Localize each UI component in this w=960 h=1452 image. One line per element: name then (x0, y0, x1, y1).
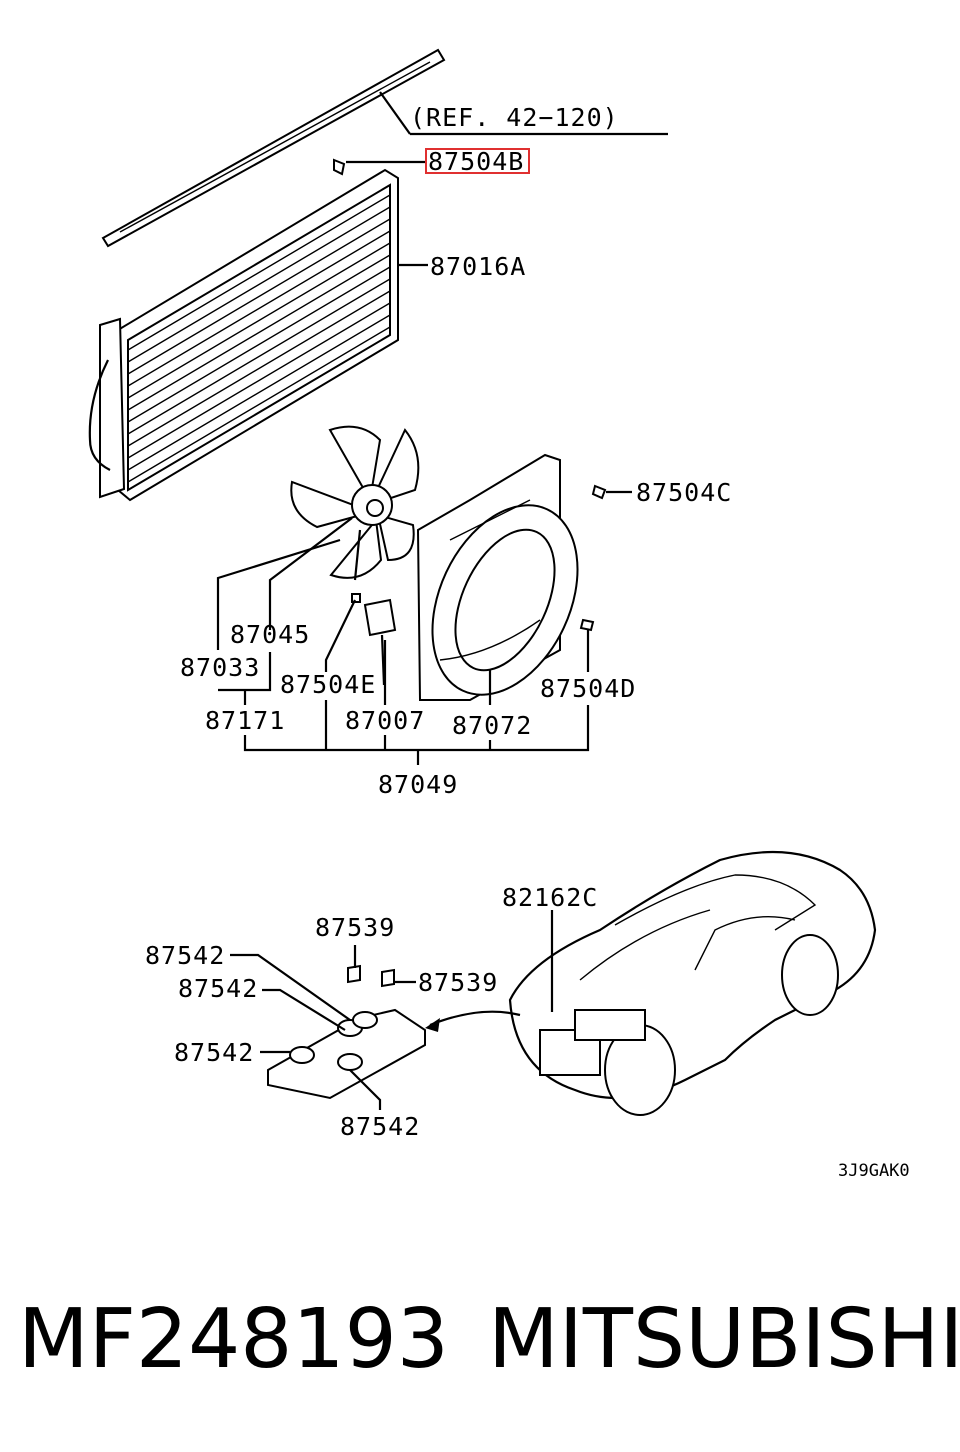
callout-87542-a: 87542 (145, 941, 225, 970)
ref-label: (REF. 42−120) (410, 103, 619, 132)
callout-87504c: 87504C (636, 478, 732, 507)
fan-motor (351, 593, 595, 686)
parts-diagram: (REF. 42−120) 87504B 87016A (88, 48, 910, 1181)
callout-87007: 87007 (345, 706, 425, 735)
callout-82162c: 82162C (502, 883, 598, 912)
callout-87045: 87045 (230, 620, 310, 649)
figure-code: 3J9GAK0 (838, 1161, 910, 1181)
fan-leaders (216, 517, 590, 765)
callout-87542-b: 87542 (178, 974, 258, 1003)
clip-87504c (591, 484, 632, 500)
callout-87542-c: 87542 (174, 1038, 254, 1067)
car-outline (425, 850, 877, 1116)
callout-87504e: 87504E (280, 670, 376, 699)
callout-87539-a: 87539 (315, 913, 395, 942)
callout-87542-d: 87542 (340, 1112, 420, 1141)
callout-87016a: 87016A (430, 252, 526, 281)
footer: MF248193 MITSUBISHI (0, 1280, 960, 1400)
callout-87072: 87072 (452, 711, 532, 740)
callout-87504b: 87504B (428, 147, 524, 176)
fan-shroud (416, 453, 579, 701)
fan-blade (290, 425, 420, 581)
highlight-box (425, 148, 530, 174)
relay-leaders (230, 945, 416, 1110)
brand-name: MITSUBISHI (488, 1292, 960, 1387)
part-number: MF248193 (18, 1292, 449, 1387)
callout-87049: 87049 (378, 770, 458, 799)
callout-87504d: 87504D (540, 674, 636, 703)
condenser (88, 168, 428, 502)
callout-87539-b: 87539 (418, 968, 498, 997)
callout-87033: 87033 (180, 653, 260, 682)
relay-box (267, 964, 426, 1100)
seal-strip (101, 48, 668, 248)
callout-87171: 87171 (205, 706, 285, 735)
clip-87504b (333, 158, 426, 176)
